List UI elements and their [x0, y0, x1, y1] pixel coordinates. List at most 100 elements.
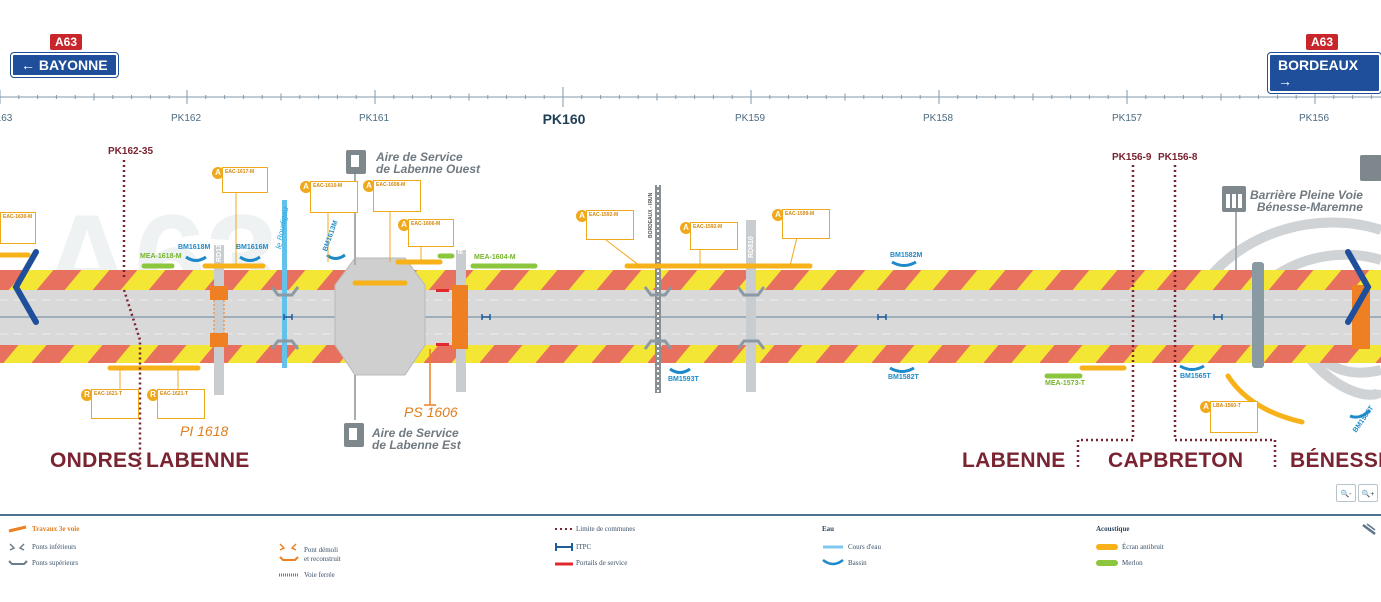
commune-limit-label: PK156-8: [1158, 152, 1198, 163]
pk-label-156: PK156: [1298, 113, 1330, 124]
acoustic-tag[interactable]: EAC-1592-M: [690, 222, 738, 250]
basin-label[interactable]: BM1616M: [236, 244, 269, 251]
merlon-label[interactable]: MEA-1618-M: [140, 253, 182, 260]
acoustic-tag-id: EAC-1610-M: [313, 183, 343, 189]
highway-badge-right: A63: [1306, 34, 1339, 50]
lower-bridge-icon: [9, 543, 25, 551]
road-label-rd810: RD810: [748, 236, 755, 258]
nav-right-icon: [1345, 249, 1372, 325]
direction-sign-bordeaux[interactable]: BORDEAUX →: [1267, 52, 1381, 94]
legend-rail: Voie ferrée: [304, 571, 335, 579]
commune-labenne: LABENNE: [146, 449, 250, 472]
legend-merlon: Merlon: [1122, 559, 1143, 567]
structure-pi1618-north: [210, 286, 228, 300]
commune-labenne: LABENNE: [962, 449, 1066, 472]
acoustic-tag[interactable]: EAC-1630-M: [0, 212, 36, 244]
legend-service-gates: Portails de service: [576, 559, 628, 567]
legend-lower-bridges: Ponts inférieurs: [32, 543, 77, 551]
direction-sign-bayonne[interactable]: ← BAYONNE: [10, 52, 119, 78]
legend-screen: Écran antibruit: [1122, 543, 1164, 551]
merlon-icon: [1096, 560, 1118, 566]
structure-label-ps1606[interactable]: PS 1606: [404, 404, 458, 420]
basin-label[interactable]: BM1565T: [1180, 373, 1211, 380]
acoustic-tag[interactable]: EAC-1608-M: [373, 180, 421, 212]
lower-bridges: [270, 286, 766, 350]
railway-label: BORDEAUX - IRUN: [648, 192, 654, 238]
pk-label-163: 163: [0, 113, 13, 124]
water-course-icon: [823, 545, 843, 549]
acoustic-tag[interactable]: EAC-1592-M: [586, 210, 634, 240]
acoustic-tag-id: EAC-1599-M: [785, 211, 815, 217]
acoustic-tag[interactable]: EAC-1621-T: [91, 389, 139, 419]
direction-city-left: BAYONNE: [38, 57, 108, 73]
legend-acoustic-title: Acoustique: [1096, 525, 1130, 533]
acoustic-tag[interactable]: EAC-1610-M: [310, 181, 358, 213]
basin-icon: [822, 559, 844, 566]
upper-bridge-icon: [8, 560, 28, 565]
structure-pi1618-south: [210, 333, 228, 347]
strip-map[interactable]: A63: [0, 0, 1381, 510]
itpc-icon: [555, 543, 573, 551]
acoustic-tag-type: R: [81, 389, 93, 401]
pk-label-161: PK161: [358, 113, 390, 124]
zoom-in-button[interactable]: 🔍+: [1358, 484, 1378, 502]
acoustic-tag[interactable]: EAC-1617-M: [222, 167, 268, 193]
acoustic-tag[interactable]: EAC-1621-T: [157, 389, 205, 419]
arrow-left-icon: ←: [21, 57, 35, 73]
structure-label-pi1618[interactable]: PI 1618: [180, 423, 229, 439]
legend-upper-bridges: Ponts supérieurs: [32, 559, 79, 567]
acoustic-tag-type: R: [147, 389, 159, 401]
tag-connectors: [119, 190, 801, 390]
merlons: [141, 253, 1083, 379]
acoustic-tag-id: EAC-1608-M: [376, 182, 406, 188]
basin-label[interactable]: BM1582M: [890, 252, 923, 259]
acoustic-tag-type: A: [1200, 401, 1212, 413]
toll-barrier: [1252, 262, 1264, 368]
legend-water-course: Cours d'eau: [848, 543, 881, 551]
acoustic-tag[interactable]: EAC-1599-M: [782, 209, 830, 239]
acoustic-tag-id: EAC-1592-M: [693, 224, 723, 230]
acoustic-tag[interactable]: EAC-1606-M: [408, 219, 454, 247]
legend-itpc: ITPC: [576, 543, 592, 551]
commune-limit-label: PK156-9: [1112, 152, 1152, 163]
commune-limits: [122, 160, 1277, 470]
merlon-label[interactable]: MEA-1604-M: [474, 254, 516, 261]
merlon-label[interactable]: MEA-1573-T: [1045, 380, 1086, 387]
road-rd810: [746, 220, 756, 392]
acoustic-tag-id: EAC-1621-T: [94, 391, 123, 397]
nav-left-icon: [12, 249, 39, 325]
toll-label[interactable]: Barrière Pleine Voie Bénesse-Maremne: [1250, 189, 1363, 213]
commune-benesse: BÉNESSE: [1290, 449, 1381, 472]
acoustic-tag-id: EAC-1606-M: [411, 221, 441, 227]
service-gate-icon: [555, 562, 573, 566]
acoustic-tag[interactable]: LBA-1560-T: [1210, 401, 1258, 433]
legend: Travaux 3e voie Ponts inférieurs Ponts s…: [0, 514, 1381, 602]
basin-label[interactable]: BM1618M: [178, 244, 211, 251]
pk-label-157: PK157: [1111, 113, 1143, 124]
road-label-rd126: RD126: [216, 240, 223, 262]
acoustic-tag-type: A: [772, 209, 784, 221]
road-rd126: [214, 245, 224, 395]
legend-basin: Bassin: [848, 559, 867, 567]
basin-label[interactable]: BM1582T: [888, 374, 919, 381]
legend-commune-limit: Limite de communes: [576, 525, 636, 533]
legend-water-title: Eau: [822, 525, 835, 533]
pk-label-158: PK158: [922, 113, 954, 124]
collapse-legend-icon[interactable]: [1362, 523, 1376, 535]
rest-area-east[interactable]: Aire de Service de Labenne Est: [372, 427, 461, 451]
zoom-out-button[interactable]: 🔍-: [1336, 484, 1356, 502]
rest-area-west-line1: Aire de Service: [376, 150, 463, 164]
structure-ps1606: [452, 285, 468, 349]
commune-ondres: ONDRES: [50, 449, 142, 472]
pk-ticks: [0, 87, 1372, 107]
rest-area-shape: [334, 257, 426, 376]
rest-area-west[interactable]: Aire de Service de Labenne Ouest: [376, 151, 480, 175]
acoustic-tag-type: A: [363, 180, 375, 192]
rest-area-east-line2: de Labenne Est: [372, 438, 461, 452]
legend-rebuilt-line2: et reconstruit: [304, 555, 341, 563]
service-gate-2: [436, 343, 449, 346]
toll-label-line1: Barrière Pleine Voie: [1250, 188, 1363, 202]
zoom-out-icon: 🔍-: [1340, 491, 1352, 498]
commune-limit-icon: [555, 528, 573, 530]
basin-label[interactable]: BM1593T: [668, 376, 699, 383]
